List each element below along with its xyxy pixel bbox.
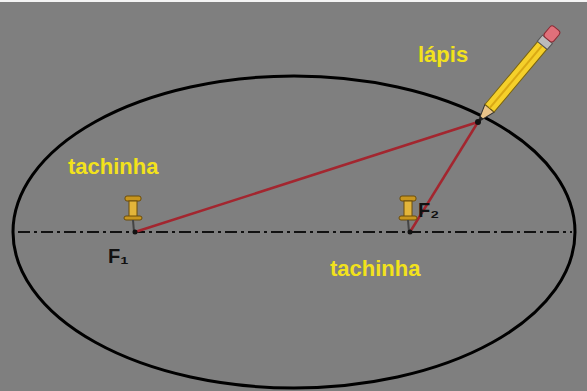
ellipse-outline: [13, 76, 575, 388]
tack-label: tachinha: [330, 258, 420, 280]
major-axis: [18, 231, 572, 233]
pencil-label: lápis: [418, 44, 468, 66]
focus-label: F₁: [108, 246, 129, 266]
string-segment: [410, 122, 478, 232]
tack-label: tachinha: [68, 156, 158, 178]
pencil-point: [475, 119, 481, 125]
thumbtack: [124, 196, 142, 235]
string-segment: [135, 122, 478, 232]
pencil: [473, 24, 561, 126]
thumbtack: [399, 196, 417, 235]
focus-label: F₂: [418, 200, 439, 220]
top-edge: [0, 0, 587, 2]
